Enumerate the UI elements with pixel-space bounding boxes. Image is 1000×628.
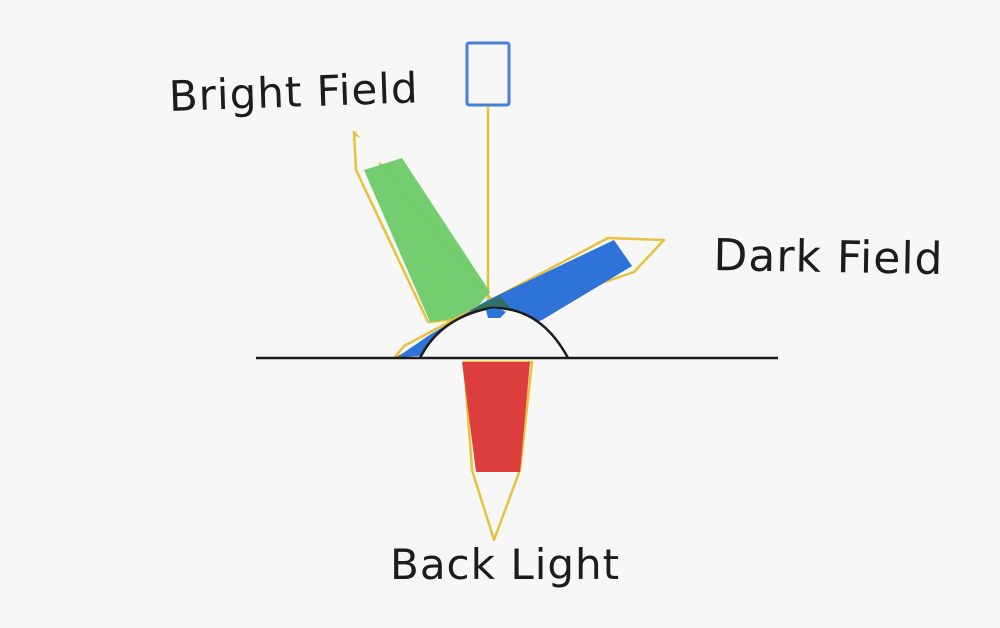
object-dome (418, 306, 570, 359)
dome-reflection (486, 308, 506, 318)
bright-field-light-beam (364, 158, 490, 322)
bright-field-light-tip (356, 136, 400, 168)
back-light-label: Back Light (390, 540, 621, 589)
dark-field-label: Dark Field (713, 230, 944, 286)
bright-field-label: Bright Field (168, 63, 420, 121)
camera-icon (465, 41, 511, 107)
back-light-beam (462, 362, 530, 472)
